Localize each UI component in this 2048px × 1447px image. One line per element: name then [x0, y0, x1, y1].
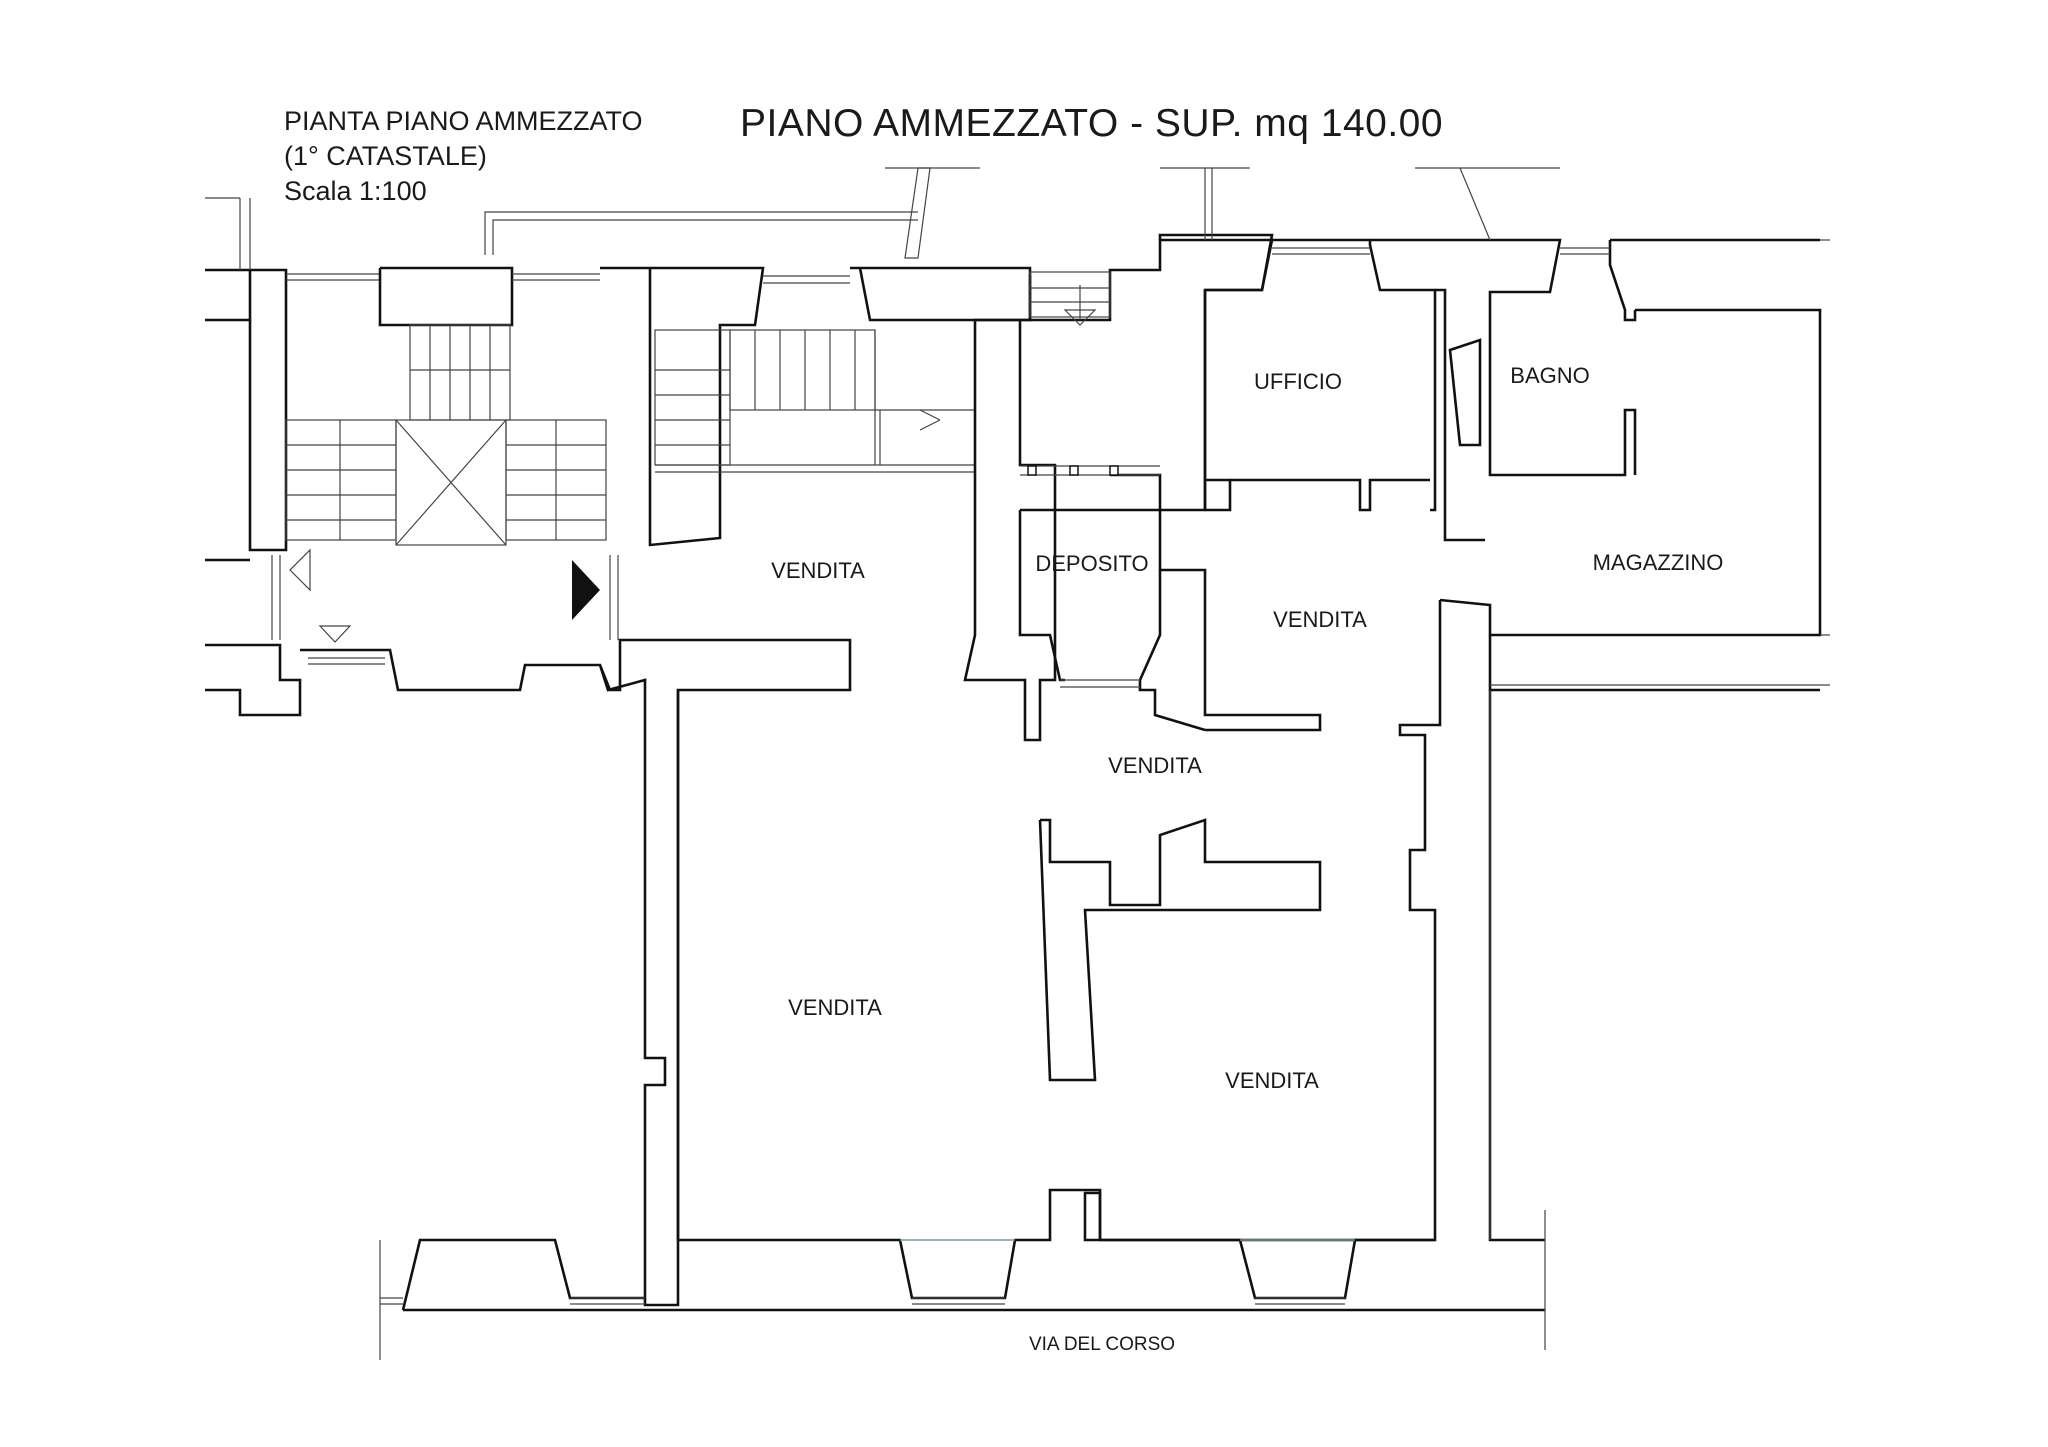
label-magazzino: MAGAZZINO: [1593, 550, 1724, 575]
stair-left: [285, 324, 607, 546]
plan-caption: PIANTA PIANO AMMEZZATO (1° CATASTALE) Sc…: [284, 104, 643, 209]
label-vendita-1: VENDITA: [771, 558, 865, 583]
room-labels: UFFICIO BAGNO DEPOSITO MAGAZZINO VENDITA…: [771, 363, 1723, 1355]
caption-line-1: PIANTA PIANO AMMEZZATO: [284, 106, 643, 136]
stair-center: [654, 329, 975, 473]
label-ufficio: UFFICIO: [1254, 369, 1342, 394]
label-deposito: DEPOSITO: [1035, 551, 1148, 576]
main-walls: [379, 167, 1830, 1360]
label-vendita-2: VENDITA: [1273, 607, 1367, 632]
label-vendita-3: VENDITA: [1108, 753, 1202, 778]
main-title: PIANO AMMEZZATO - SUP. mq 140.00: [740, 102, 1444, 145]
caption-scale: Scala 1:100: [284, 176, 427, 206]
label-street: VIA DEL CORSO: [1029, 1334, 1175, 1355]
left-stair-block: [205, 167, 1032, 1307]
caption-line-2: (1° CATASTALE): [284, 141, 487, 171]
label-bagno: BAGNO: [1510, 363, 1589, 388]
label-vendita-4: VENDITA: [788, 995, 882, 1020]
label-vendita-5: VENDITA: [1225, 1068, 1319, 1093]
